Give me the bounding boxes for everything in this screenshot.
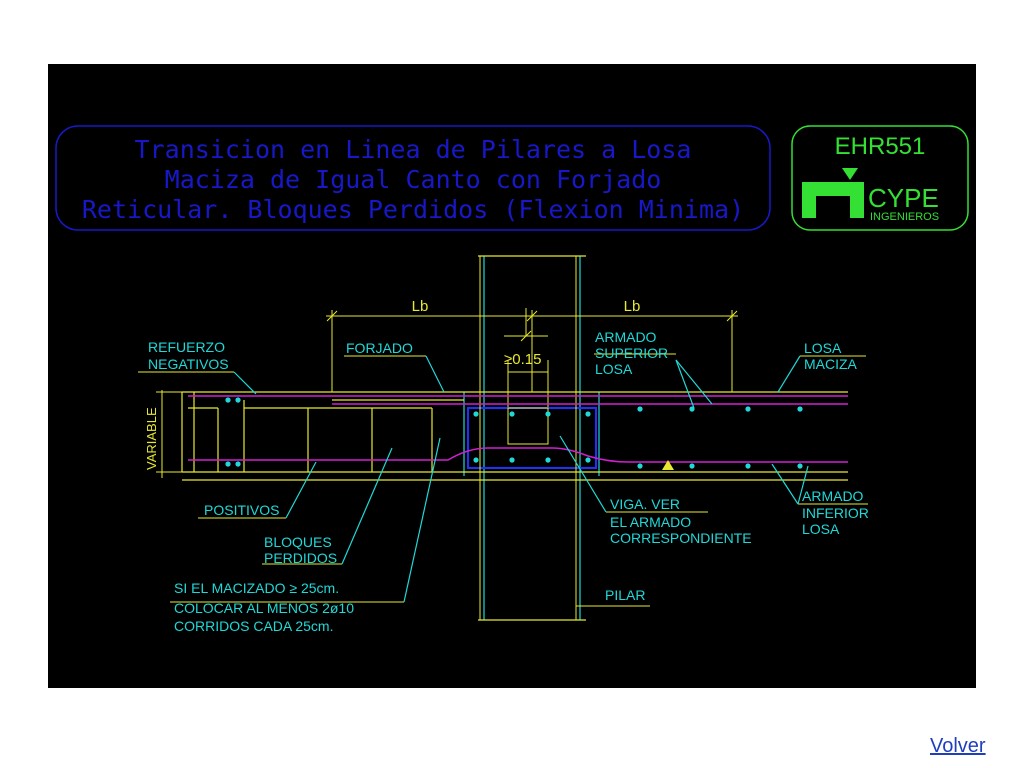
back-link[interactable]: Volver bbox=[930, 735, 986, 757]
label-positivos: POSITIVOS bbox=[204, 502, 279, 518]
label-pilar: PILAR bbox=[605, 587, 645, 603]
column-outline bbox=[463, 255, 600, 621]
label-viga-1: VIGA. VER bbox=[610, 496, 680, 512]
label-forjado: FORJADO bbox=[346, 340, 413, 356]
slab-outline bbox=[181, 391, 848, 481]
label-armado-sup-2: SUPERIOR bbox=[595, 345, 668, 361]
variable-dimension bbox=[156, 390, 182, 478]
beam-core bbox=[507, 407, 549, 445]
label-armado-inf-1: ARMADO bbox=[802, 488, 864, 504]
rebar-dots bbox=[225, 397, 803, 469]
label-viga-3: CORRESPONDIENTE bbox=[610, 530, 752, 546]
label-note-3: CORRIDOS CADA 25cm. bbox=[174, 618, 333, 634]
dimension-lines bbox=[326, 308, 738, 408]
title-line-2: Maciza de Igual Canto con Forjado bbox=[165, 165, 662, 194]
label-armado-inf-2: INFERIOR bbox=[802, 505, 869, 521]
support-triangle-icon bbox=[662, 460, 674, 470]
label-bloques-1: BLOQUES bbox=[264, 534, 332, 550]
label-viga-2: EL ARMADO bbox=[610, 514, 691, 530]
leader-lines bbox=[138, 353, 868, 607]
dim-variable: VARIABLE bbox=[144, 407, 159, 470]
dim-min-width: ≥0.15 bbox=[504, 351, 541, 368]
logo-brand: CYPE bbox=[868, 183, 939, 213]
cype-logo: EHR551 CYPE INGENIEROS bbox=[791, 125, 969, 231]
cad-drawing: Transicion en Linea de Pilares a Losa Ma… bbox=[48, 64, 976, 688]
dim-lb-left: Lb bbox=[412, 298, 429, 315]
column-edges bbox=[479, 256, 577, 620]
dim-lb-right: Lb bbox=[624, 298, 641, 315]
label-bloques-2: PERDIDOS bbox=[264, 550, 337, 566]
logo-sub: INGENIEROS bbox=[870, 211, 939, 223]
label-armado-inf-3: LOSA bbox=[802, 521, 840, 537]
label-losa-2: MACIZA bbox=[804, 356, 858, 372]
title-block: Transicion en Linea de Pilares a Losa Ma… bbox=[55, 125, 771, 231]
leader-arrows bbox=[233, 355, 809, 603]
logo-triangle-icon bbox=[842, 168, 858, 180]
label-note-2: COLOCAR AL MENOS 2ø10 bbox=[174, 600, 354, 616]
logo-code: EHR551 bbox=[835, 133, 926, 160]
label-refuerzo-1: REFUERZO bbox=[148, 339, 225, 355]
label-losa-1: LOSA bbox=[804, 340, 842, 356]
labels: REFUERZO NEGATIVOS FORJADO ARMADO SUPERI… bbox=[148, 329, 869, 634]
beam-section bbox=[467, 407, 597, 469]
title-line-3: Reticular. Bloques Perdidos (Flexion Min… bbox=[82, 195, 744, 224]
label-armado-sup-3: LOSA bbox=[595, 361, 633, 377]
rebars bbox=[188, 395, 848, 463]
label-armado-sup-1: ARMADO bbox=[595, 329, 657, 345]
label-refuerzo-2: NEGATIVOS bbox=[148, 356, 229, 372]
label-note-1: SI EL MACIZADO ≥ 25cm. bbox=[174, 580, 339, 596]
title-line-1: Transicion en Linea de Pilares a Losa bbox=[135, 135, 692, 164]
